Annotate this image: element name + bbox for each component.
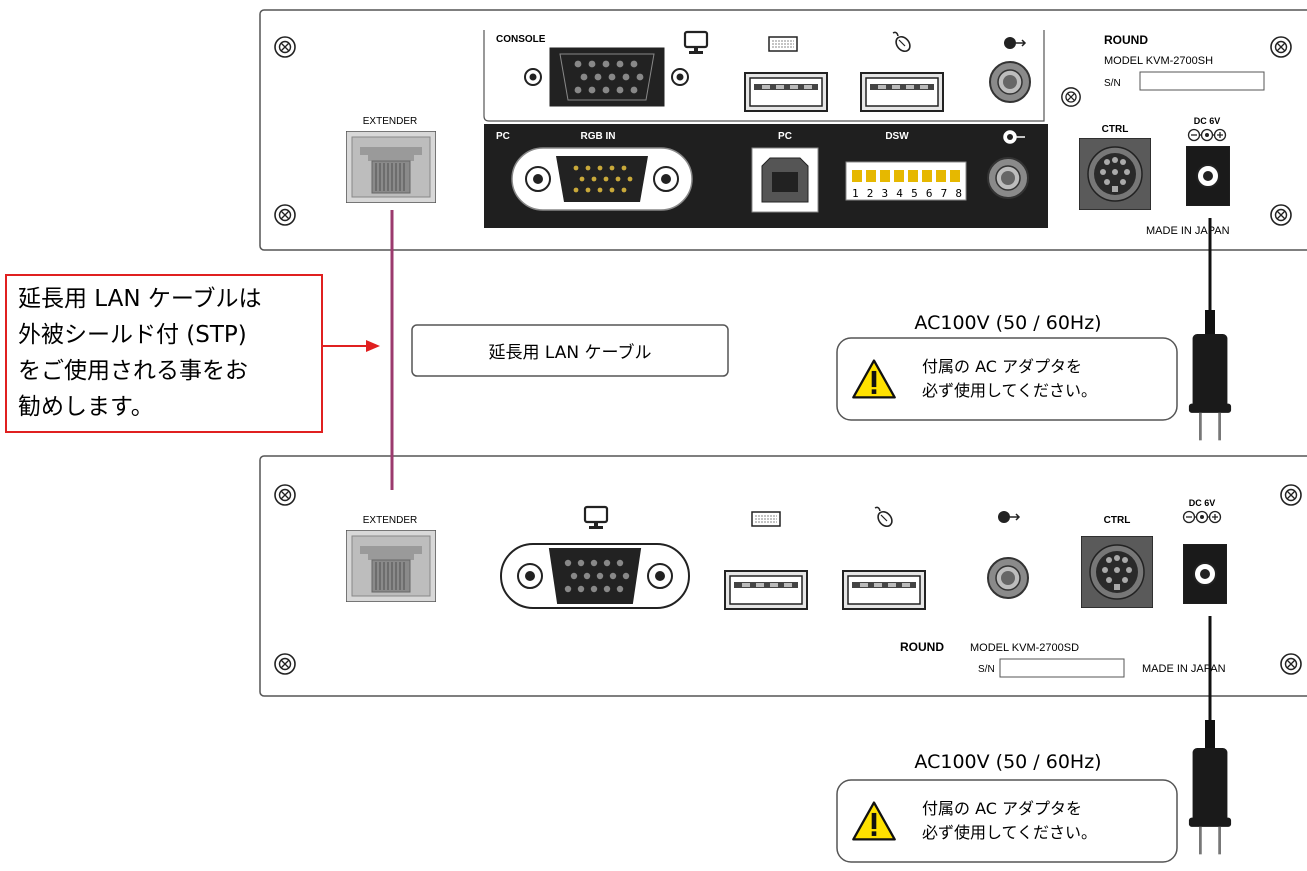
sn-field — [999, 658, 1125, 678]
dc-power-jack — [1186, 146, 1230, 206]
screw-icon — [274, 653, 296, 675]
screw-icon — [1280, 484, 1302, 506]
pc-usb-label: PC — [778, 131, 792, 142]
console-vga-port — [500, 543, 690, 609]
dc-label: DC 6V — [1189, 498, 1216, 508]
console-keyboard-usb-port — [744, 72, 828, 112]
note-line-3: をご使用される事をお — [18, 358, 248, 384]
pc-rgb-in-port — [511, 147, 693, 211]
dc-label: DC 6V — [1194, 116, 1221, 126]
made-in-label: MADE IN JAPAN — [1142, 663, 1226, 675]
arrow-head-icon — [366, 340, 380, 352]
polarity-icon — [1182, 510, 1222, 524]
keyboard-icon — [768, 36, 798, 52]
screw-icon — [274, 36, 296, 58]
screw-icon — [1280, 653, 1302, 675]
screw-icon — [274, 484, 296, 506]
unit-b-panel: EXTENDER CTRL DC 6V ROUND MODEL KVM-2700… — [259, 455, 1307, 697]
warning-line-2: 必ず使用してください。 — [922, 823, 1097, 842]
console-vga-port — [524, 47, 689, 107]
warning-box — [836, 779, 1178, 863]
sn-label: S/N — [1104, 78, 1121, 89]
screw-icon — [1270, 204, 1292, 226]
rgb-in-label: RGB IN — [581, 131, 616, 142]
extender-label: EXTENDER — [363, 515, 417, 526]
model-label: MODEL KVM-2700SD — [970, 642, 1079, 654]
console-audio-jack — [987, 557, 1029, 599]
ctrl-label: CTRL — [1102, 124, 1129, 135]
brand-logo: ROUND — [1104, 33, 1148, 47]
made-in-label: MADE IN JAPAN — [1146, 225, 1230, 237]
screw-icon — [274, 204, 296, 226]
note-line-4: 勧めします。 — [18, 394, 154, 420]
warning-box — [836, 337, 1178, 421]
polarity-icon — [1187, 128, 1227, 142]
console-audio-jack — [989, 61, 1031, 103]
pc-label: PC — [496, 131, 510, 142]
voltage-label: AC100V (50 / 60Hz) — [914, 751, 1101, 773]
warning-line-2: 必ず使用してください。 — [922, 381, 1097, 400]
extender-label: EXTENDER — [363, 116, 417, 127]
ctrl-port — [1079, 138, 1151, 210]
warning-line-1: 付属の AC アダプタを — [922, 357, 1082, 376]
ac-plug-icon — [1188, 334, 1232, 441]
ctrl-label: CTRL — [1104, 515, 1131, 526]
extender-lan-port — [346, 131, 436, 203]
ac-plug-icon — [1188, 748, 1232, 855]
cable-label-box — [411, 324, 729, 377]
brand-logo: ROUND — [900, 640, 944, 654]
dsw-numbers: 1 2 3 4 5 6 7 8 — [852, 187, 962, 200]
sn-label: S/N — [978, 664, 995, 675]
warning-line-1: 付属の AC アダプタを — [922, 799, 1082, 818]
console-keyboard-usb-port — [724, 570, 808, 610]
cable-label: 延長用 LAN ケーブル — [489, 342, 652, 363]
pc-audio-jack — [987, 157, 1029, 199]
pc-usb-b-port — [751, 147, 819, 213]
dip-switch: 1 2 3 4 5 6 7 8 — [845, 161, 967, 201]
note-box — [5, 274, 323, 433]
extender-lan-port — [346, 530, 436, 602]
voltage-label: AC100V (50 / 60Hz) — [914, 312, 1101, 334]
unit-a-panel: EXTENDER CONSOLE PC RGB IN — [259, 9, 1307, 251]
dsw-label: DSW — [885, 131, 909, 142]
console-mouse-usb-port — [842, 570, 926, 610]
ctrl-port — [1081, 536, 1153, 608]
model-label: MODEL KVM-2700SH — [1104, 55, 1213, 67]
note-line-2: 外被シールド付 (STP) — [18, 322, 247, 348]
dc-power-jack — [1183, 544, 1227, 604]
note-line-1: 延長用 LAN ケーブルは — [18, 286, 262, 312]
screw-icon — [1270, 36, 1292, 58]
screw-icon — [1061, 87, 1081, 107]
keyboard-icon — [751, 511, 781, 527]
sn-field — [1139, 71, 1265, 91]
console-mouse-usb-port — [860, 72, 944, 112]
console-label: CONSOLE — [496, 34, 546, 45]
